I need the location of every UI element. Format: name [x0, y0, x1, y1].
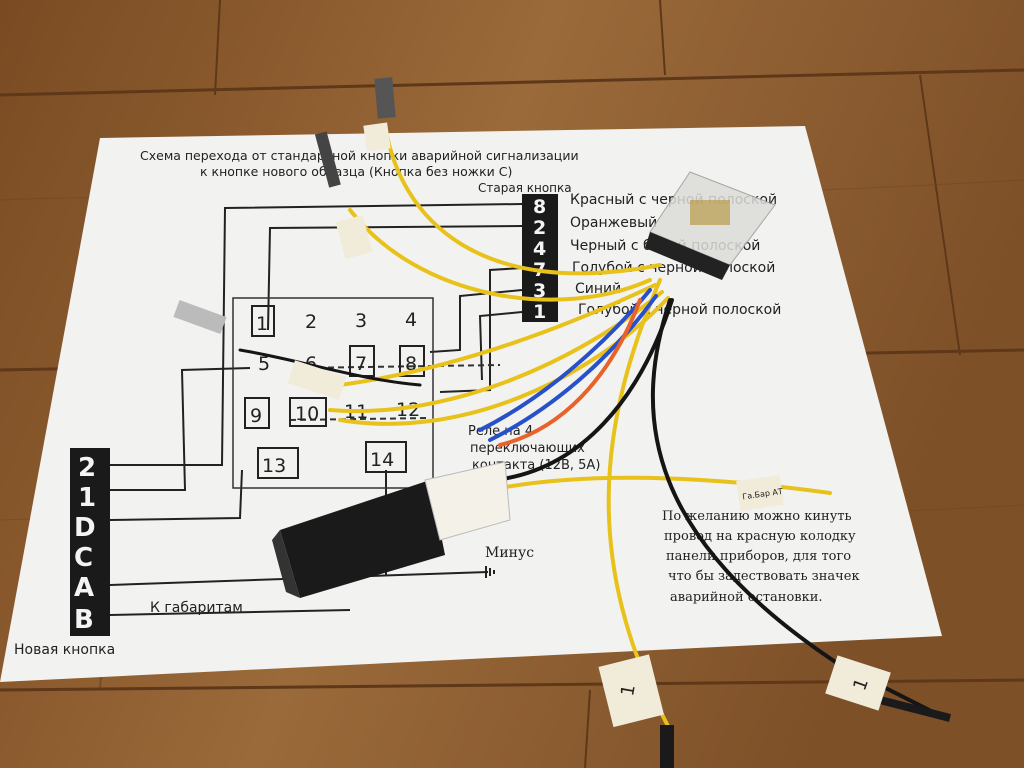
blue-wire	[488, 294, 658, 442]
note-line1: По желанию можно кинуть	[662, 509, 852, 524]
yellow-wire	[338, 296, 670, 426]
old-button-pin-column: 8 2 4 7 3 1	[522, 194, 558, 323]
note-line3: панели приборов, для того	[666, 549, 851, 564]
relay-pin: 9	[250, 405, 262, 427]
new-pin: C	[74, 543, 93, 573]
old-pin: 8	[533, 196, 546, 218]
relay-pin: 4	[405, 309, 417, 331]
scheme-title-line1: Схема перехода от стандартной кнопки ава…	[140, 148, 579, 163]
old-pin: 3	[533, 280, 546, 302]
new-pin: B	[74, 605, 94, 635]
black-wire	[238, 348, 422, 387]
new-button-pin-column: 2 1 D C A B	[70, 448, 110, 636]
wire-harness	[238, 123, 947, 732]
paper-tags: 1 1 Га.Бар АТ	[287, 122, 891, 728]
note-line5: аварийной остановки.	[670, 590, 823, 605]
old-pin-label: Оранжевый	[570, 215, 657, 231]
new-pin: A	[74, 573, 94, 603]
relay-pin: 2	[305, 311, 317, 333]
new-pin: 2	[78, 453, 96, 483]
relay-outline	[232, 297, 434, 489]
new-button-module	[272, 461, 511, 598]
relay-pin: 12	[396, 399, 420, 421]
new-pin: D	[74, 513, 96, 543]
scheme-title-line2: к кнопке нового образца (Кнопка без ножк…	[200, 164, 512, 179]
relay-pin: 1	[256, 313, 268, 335]
black-wire	[650, 298, 947, 720]
yellow-wire	[338, 283, 657, 387]
yellow-wire	[498, 475, 832, 495]
old-pin: 2	[533, 217, 546, 239]
relay-pin: 14	[370, 449, 394, 471]
relay-pin: 7	[355, 353, 367, 375]
old-button-label: Старая кнопка	[478, 181, 572, 195]
tag-label: 1	[617, 683, 640, 698]
yellow-wire	[348, 208, 652, 302]
relay-pin: 10	[295, 403, 319, 425]
relay-pin-grid: 1 2 3 4 5 6 7 8 9 10 11 12 13 14	[244, 305, 425, 479]
note-line4: что бы задествовать значек	[668, 569, 860, 584]
minus-ground-symbol	[485, 566, 495, 578]
old-pin: 4	[533, 238, 546, 260]
parking-lights-label: К габаритам	[150, 600, 243, 616]
wire-connectors	[173, 77, 951, 768]
relay-component	[645, 171, 776, 280]
relay-pin: 3	[355, 310, 367, 332]
old-pin: 1	[533, 301, 546, 323]
minus-label: Минус	[485, 545, 534, 561]
new-pin: 1	[78, 483, 96, 513]
orange-wire	[498, 298, 642, 447]
note-line2: провод на красную колодку	[664, 529, 856, 544]
blue-wire	[478, 288, 652, 432]
relay-pin: 13	[262, 455, 286, 477]
new-button-label: Новая кнопка	[14, 642, 115, 658]
relay-pin: 5	[258, 353, 270, 375]
yellow-wire	[383, 123, 662, 276]
